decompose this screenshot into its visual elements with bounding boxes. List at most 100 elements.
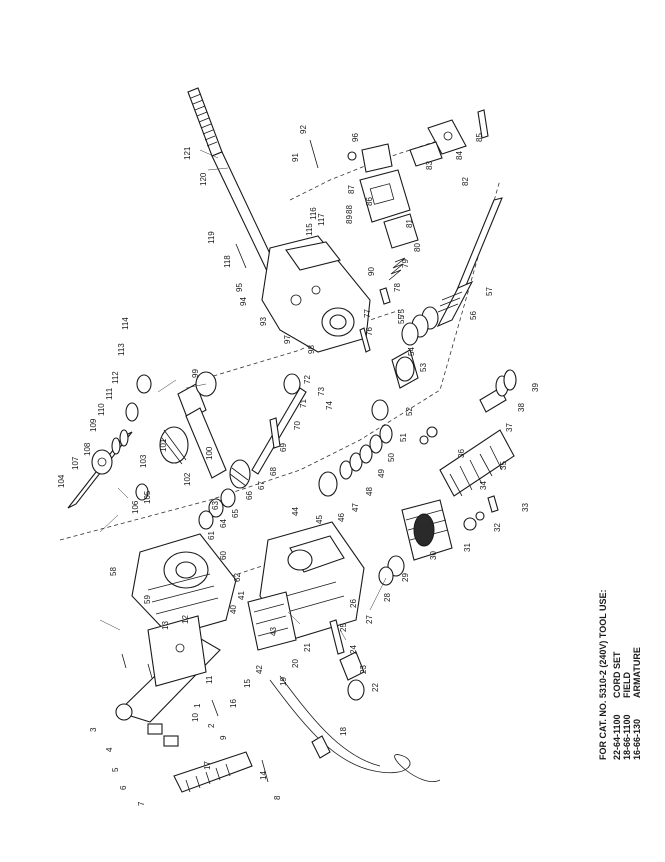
callout-number: 19 bbox=[279, 677, 288, 686]
note-title: FOR CAT. NO. 5310-2 (240V) TOOL USE: bbox=[598, 589, 608, 760]
callout-number: 3 bbox=[89, 727, 98, 732]
gear-case bbox=[261, 235, 371, 353]
spacer-rings bbox=[318, 399, 393, 497]
callout-number: 38 bbox=[517, 403, 526, 412]
callout-number: 93 bbox=[259, 317, 268, 326]
callout-number: 76 bbox=[365, 327, 374, 336]
callout-number: 99 bbox=[191, 369, 200, 378]
gear-housing bbox=[131, 533, 237, 637]
callout-number: 59 bbox=[143, 595, 152, 604]
armature-shaft bbox=[436, 197, 503, 328]
replacement-note: FOR CAT. NO. 5310-2 (240V) TOOL USE: 22-… bbox=[598, 589, 642, 760]
callout-number: 70 bbox=[293, 421, 302, 430]
callout-number: 110 bbox=[97, 403, 106, 416]
note-item-name: ARMATURE bbox=[632, 647, 642, 698]
callout-number: 66 bbox=[245, 491, 254, 500]
callout-number: 21 bbox=[303, 643, 312, 652]
callout-number: 20 bbox=[291, 659, 300, 668]
callout-number: 96 bbox=[351, 133, 360, 142]
callout-number: 95 bbox=[235, 283, 244, 292]
callout-number: 92 bbox=[299, 125, 308, 134]
callout-number: 87 bbox=[347, 185, 356, 194]
callout-number: 46 bbox=[337, 513, 346, 522]
leader-lines bbox=[99, 379, 387, 641]
armature bbox=[439, 369, 517, 497]
callout-number: 82 bbox=[461, 177, 470, 186]
callout-number: 112 bbox=[111, 371, 120, 384]
callout-number: 56 bbox=[469, 311, 478, 320]
callout-number: 15 bbox=[243, 679, 252, 688]
callout-number: 69 bbox=[279, 443, 288, 452]
callout-number: 85 bbox=[475, 133, 484, 142]
callout-number: 91 bbox=[291, 153, 300, 162]
callout-number: 17 bbox=[203, 761, 212, 770]
bearing-stack bbox=[391, 306, 439, 389]
callout-number: 121 bbox=[183, 146, 192, 160]
callout-number: 5 bbox=[111, 767, 120, 772]
callout-number: 36 bbox=[457, 449, 466, 458]
trigger bbox=[147, 723, 253, 793]
center-shaft bbox=[198, 373, 307, 530]
callout-number: 86 bbox=[365, 197, 374, 206]
callout-number: 83 bbox=[425, 161, 434, 170]
callout-number: 12 bbox=[181, 615, 190, 624]
note-item: 18-66-1100FIELD bbox=[622, 589, 632, 760]
callout-number: 100 bbox=[205, 446, 214, 460]
callout-number: 90 bbox=[367, 267, 376, 276]
callout-number: 37 bbox=[505, 423, 514, 432]
callout-number: 58 bbox=[109, 567, 118, 576]
callout-number: 14 bbox=[259, 771, 268, 780]
callout-number: 23 bbox=[359, 665, 368, 674]
callout-number: 89 bbox=[345, 215, 354, 224]
callout-number: 11 bbox=[205, 675, 214, 684]
callout-number: 49 bbox=[377, 469, 386, 478]
callout-number: 54 bbox=[407, 347, 416, 356]
callout-number: 26 bbox=[349, 599, 358, 608]
callout-number: 41 bbox=[237, 591, 246, 600]
callout-number: 64 bbox=[219, 519, 228, 528]
callout-number: 4 bbox=[105, 747, 114, 752]
spring-and-pins bbox=[359, 257, 406, 353]
callout-number: 31 bbox=[463, 543, 472, 552]
screws bbox=[121, 139, 319, 783]
callout-number: 75 bbox=[397, 309, 406, 318]
callout-number: 108 bbox=[83, 442, 92, 456]
callout-number: 44 bbox=[291, 507, 300, 516]
callout-number: 35 bbox=[499, 461, 508, 470]
end-bits bbox=[329, 555, 405, 701]
callout-labels: 1041071081091101111121131141211201191189… bbox=[57, 125, 540, 806]
note-item-name: FIELD bbox=[622, 672, 632, 698]
callout-number: 60 bbox=[219, 551, 228, 560]
callout-number: 39 bbox=[531, 383, 540, 392]
callout-number: 61 bbox=[207, 531, 216, 540]
callout-number: 78 bbox=[393, 283, 402, 292]
callout-number: 107 bbox=[71, 456, 80, 470]
callout-number: 22 bbox=[371, 683, 380, 692]
callout-number: 73 bbox=[317, 387, 326, 396]
callout-number: 77 bbox=[363, 309, 372, 318]
callout-number: 32 bbox=[493, 523, 502, 532]
callout-number: 27 bbox=[365, 615, 374, 624]
callout-number: 50 bbox=[387, 453, 396, 462]
callout-number: 62 bbox=[233, 573, 242, 582]
brush-parts bbox=[419, 426, 499, 531]
callout-number: 43 bbox=[269, 627, 278, 636]
callout-number: 97 bbox=[283, 335, 292, 344]
callout-number: 65 bbox=[231, 509, 240, 518]
callout-number: 10 bbox=[191, 713, 200, 722]
callout-number: 55 bbox=[397, 315, 406, 324]
callout-number: 113 bbox=[117, 343, 126, 356]
callout-number: 105 bbox=[143, 490, 152, 504]
note-item-name: CORD SET bbox=[612, 651, 622, 698]
callout-number: 53 bbox=[419, 363, 428, 372]
callout-number: 80 bbox=[413, 243, 422, 252]
note-item: 22-64-1100CORD SET bbox=[612, 589, 622, 760]
callout-number: 25 bbox=[339, 623, 348, 632]
callout-number: 106 bbox=[131, 500, 140, 514]
callout-number: 47 bbox=[351, 503, 360, 512]
assembly-line bbox=[59, 179, 501, 541]
bracket-assembly bbox=[347, 143, 419, 249]
switch-plate bbox=[247, 591, 297, 651]
